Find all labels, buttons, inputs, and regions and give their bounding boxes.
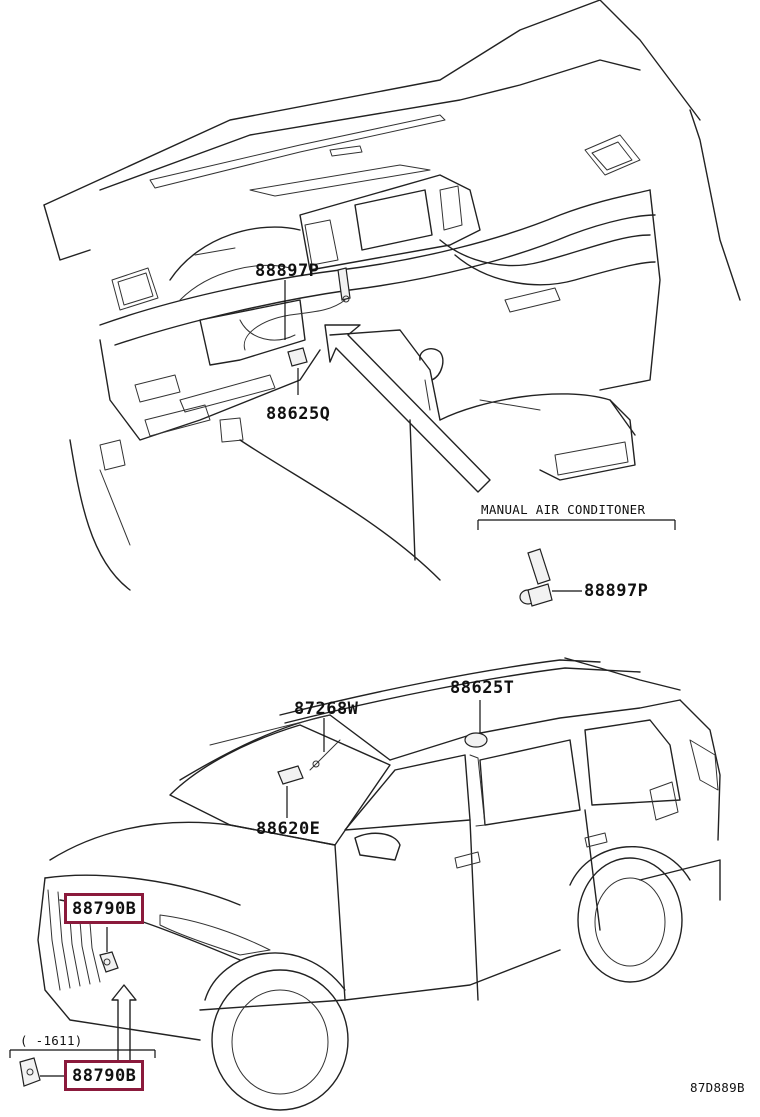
sensor-87268W [309, 739, 341, 771]
manual-ac-bracket [477, 519, 676, 530]
sensor-88897P-manual [519, 548, 553, 607]
sensor-88625T [464, 732, 488, 748]
label-88625T: 88625T [450, 678, 515, 698]
vehicle-illustration [37, 657, 721, 1111]
module-88625Q [287, 347, 308, 367]
figure-code: 87D889B [690, 1080, 745, 1095]
label-date-range: ( -1611) [20, 1033, 83, 1048]
label-88790B-front: 88790B [64, 893, 145, 924]
sensor-88897P-top [337, 267, 351, 303]
dashboard-illustration [43, 0, 741, 591]
sensor-88790B-front [99, 951, 119, 973]
label-87268W: 87268W [294, 699, 359, 719]
module-88620E [277, 765, 304, 785]
date-range-bracket [9, 1049, 156, 1058]
label-manual-ac-title: MANUAL AIR CONDITONER [481, 502, 646, 517]
label-88897P-top: 88897P [255, 261, 320, 281]
label-88897P-manual: 88897P [584, 581, 649, 601]
pointer-arrow-bottom [111, 984, 137, 1061]
label-88620E: 88620E [256, 819, 321, 839]
label-88790B-alt: 88790B [64, 1060, 145, 1091]
label-88625Q: 88625Q [266, 404, 331, 424]
sensor-88790B-alt [19, 1057, 41, 1087]
pointer-arrow-top [324, 324, 491, 493]
